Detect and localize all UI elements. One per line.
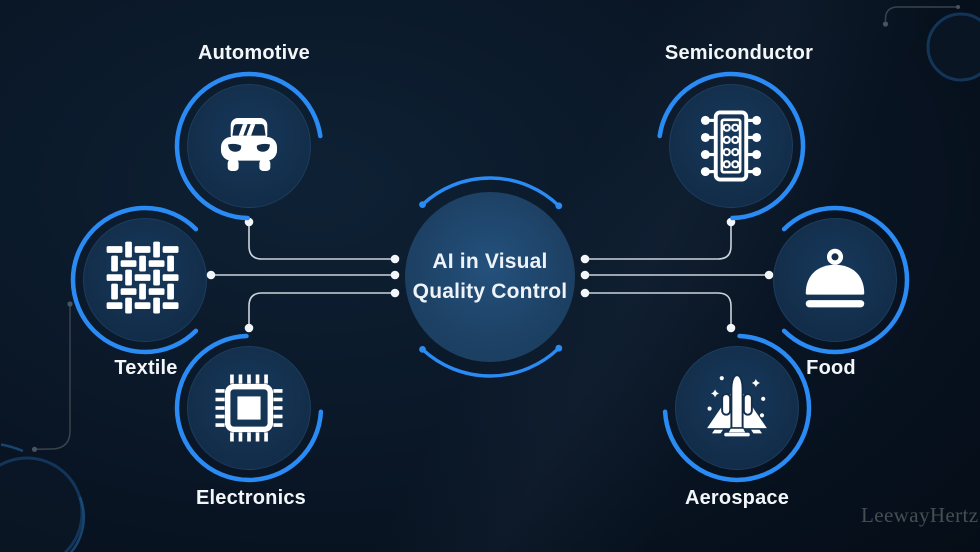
- rocket-icon: [707, 374, 767, 437]
- leewayhertz-watermark: LeewayHertz: [861, 503, 979, 527]
- diagram-title: AI in Visual Quality Control: [413, 247, 568, 307]
- node-automotive: [187, 84, 311, 208]
- label-automotive: Automotive: [198, 42, 310, 64]
- diagram-title-line1: AI in Visual: [432, 250, 548, 274]
- node-food: [773, 218, 897, 342]
- cloche-icon: [805, 248, 865, 308]
- car-icon: [220, 117, 278, 171]
- node-aerospace: [675, 346, 799, 470]
- label-textile: Textile: [114, 357, 178, 379]
- connector-lines: [206, 217, 774, 333]
- node-electronics: [187, 346, 311, 470]
- label-semiconductor: Semiconductor: [664, 42, 814, 64]
- label-aerospace: Aerospace: [684, 487, 790, 509]
- node-textile: [83, 218, 207, 342]
- diagram-title-line2: Quality Control: [412, 280, 568, 303]
- corner-decoration-bottom-left: [0, 301, 86, 552]
- node-semiconductor: [669, 84, 793, 208]
- chip-package-icon: [700, 110, 762, 182]
- fabric-weave-icon: [106, 241, 179, 314]
- center-topic-circle: AI in Visual Quality Control: [405, 192, 575, 362]
- corner-decoration-top-right: [882, 5, 980, 82]
- label-food: Food: [806, 357, 856, 379]
- node-accent-arcs: [70, 71, 910, 483]
- cpu-icon: [215, 374, 283, 442]
- center-accent-arcs: [419, 176, 563, 378]
- label-electronics: Electronics: [195, 487, 307, 509]
